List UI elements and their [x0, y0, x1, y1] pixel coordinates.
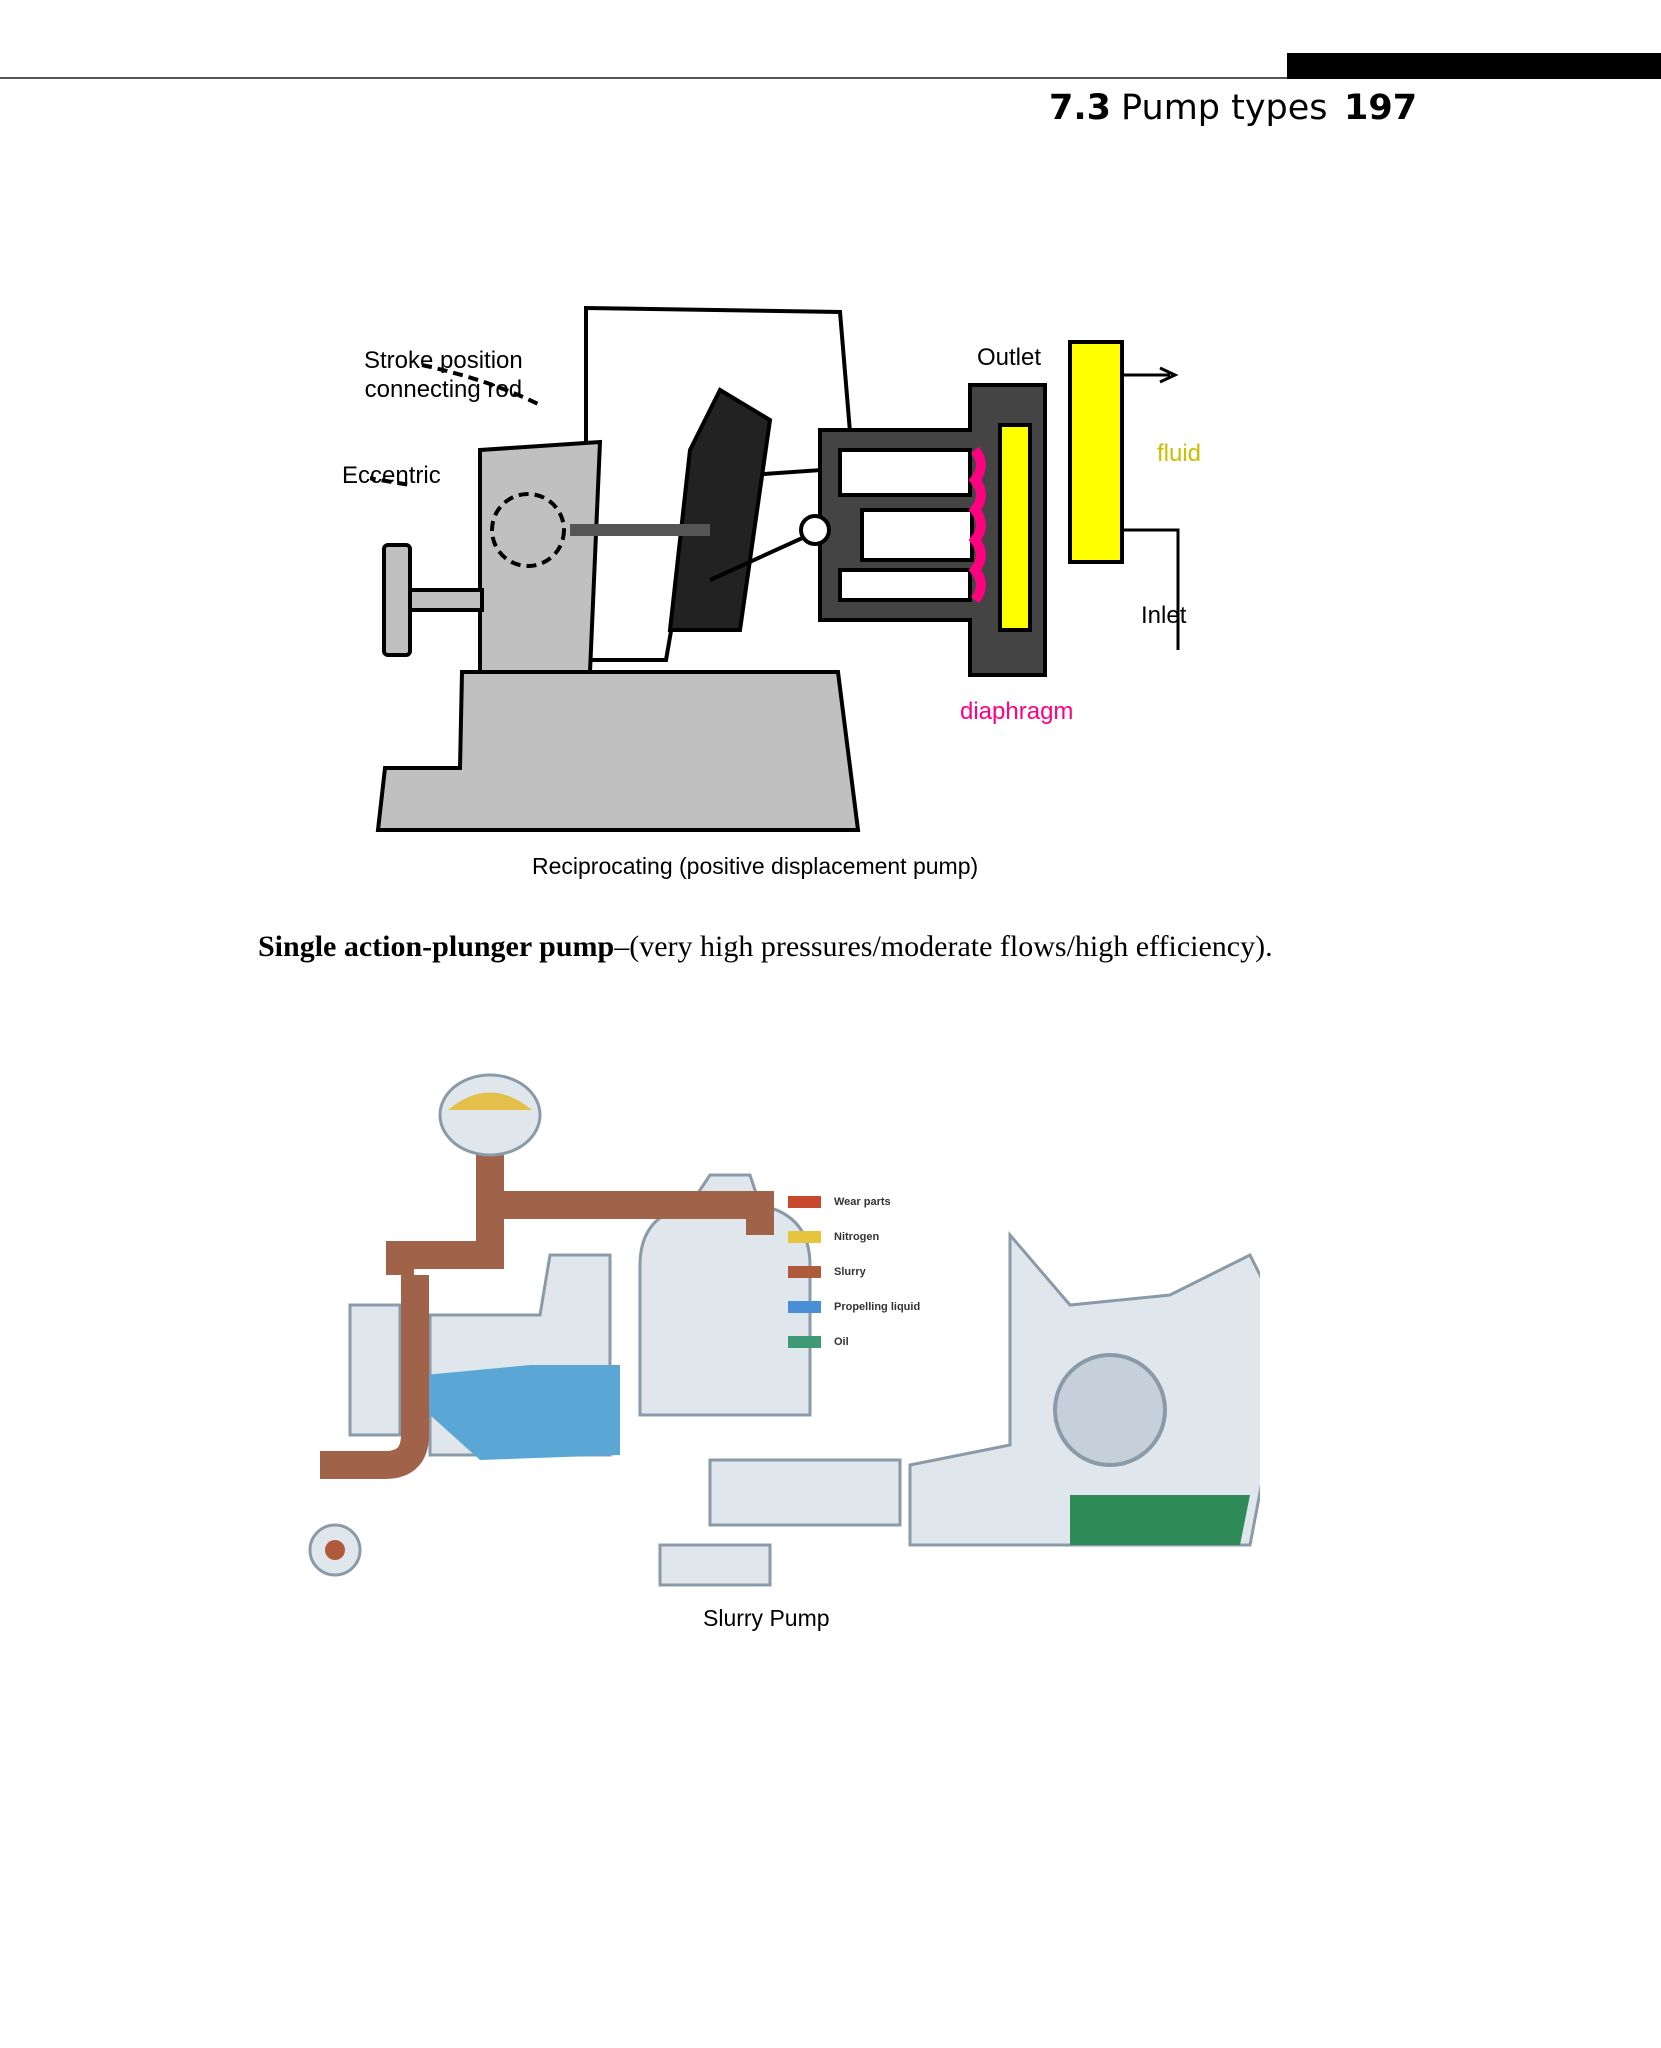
figure2-caption: Slurry Pump	[703, 1605, 830, 1631]
label-outlet: Outlet	[977, 344, 1042, 371]
description: –(very high pressures/moderate flows/hig…	[614, 930, 1273, 963]
header-bar	[1287, 53, 1661, 79]
page-number: 197	[1344, 88, 1418, 128]
label-diaphragm: diaphragm	[960, 698, 1074, 725]
reciprocating-pump-diagram	[370, 305, 1180, 832]
label-fluid: fluid	[1157, 440, 1202, 467]
figure1-caption: Reciprocating (positive displacement pum…	[532, 853, 979, 879]
legend-item: Propelling liquid	[788, 1289, 920, 1324]
header-rule	[0, 77, 1661, 79]
term: Single action-plunger pump	[258, 930, 615, 963]
section-title: Pump types	[1121, 88, 1328, 128]
section-number: 7.3	[1049, 88, 1112, 128]
legend-swatch	[788, 1195, 821, 1208]
legend-swatch	[788, 1265, 821, 1278]
legend-item: Oil	[788, 1324, 920, 1359]
body-paragraph: Single action-plunger pump–(very high pr…	[258, 928, 1287, 965]
legend-swatch	[788, 1300, 821, 1313]
legend-item: Wear parts	[788, 1184, 920, 1219]
legend-swatch	[788, 1335, 821, 1348]
label-eccentric: Eccentric	[342, 462, 441, 489]
label-inlet: Inlet	[1141, 602, 1187, 629]
legend: Wear parts Nitrogen Slurry Propelling li…	[788, 1184, 920, 1359]
slurry-pump-diagram	[308, 1073, 1260, 1587]
legend-swatch	[788, 1230, 821, 1243]
legend-item: Nitrogen	[788, 1219, 920, 1254]
legend-item: Slurry	[788, 1254, 920, 1289]
